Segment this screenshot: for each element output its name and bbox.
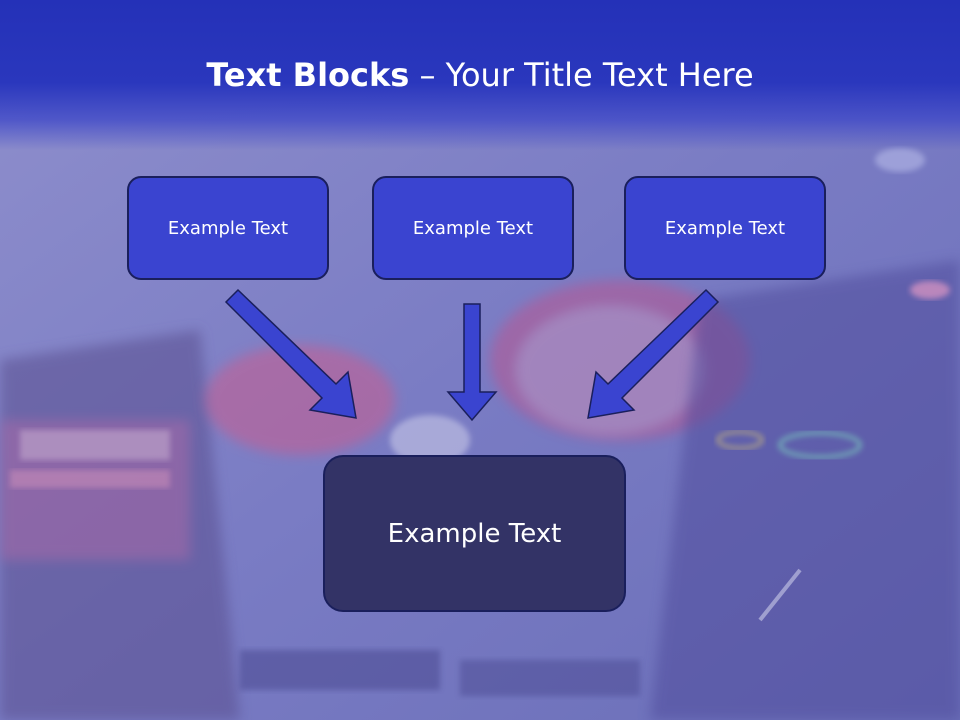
title-strong: Text Blocks [206,56,410,94]
title-subtext: Your Title Text Here [445,56,754,94]
text-block-center-label: Example Text [412,217,534,239]
text-block-left-label: Example Text [167,217,289,239]
slide-title: Text Blocks – Your Title Text Here [0,52,960,98]
text-block-bottom[interactable]: Example Text [323,455,626,612]
text-block-bottom-label: Example Text [387,518,562,549]
text-block-center[interactable]: Example Text [372,176,574,280]
text-block-right[interactable]: Example Text [624,176,826,280]
title-band [0,0,960,150]
text-block-right-label: Example Text [664,217,786,239]
text-block-left[interactable]: Example Text [127,176,329,280]
title-dash: – [409,56,446,94]
